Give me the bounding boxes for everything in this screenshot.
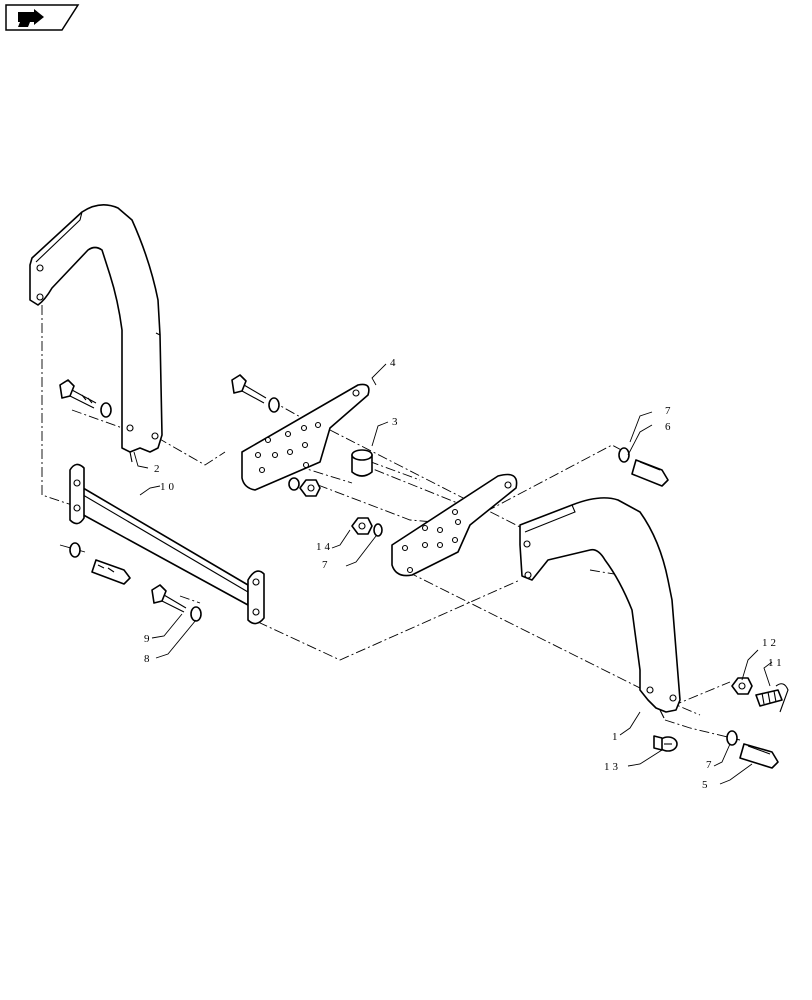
callout-4: 4 — [390, 357, 399, 369]
nut-part-12 — [731, 677, 753, 695]
callout-8: 8 — [144, 653, 153, 665]
callout-2: 2 — [154, 463, 163, 475]
cross-tube-part-10 — [69, 463, 265, 625]
callout-9: 9 — [144, 633, 153, 645]
callout-3: 3 — [392, 416, 401, 428]
callout-12: 12 — [762, 637, 779, 649]
callout-6: 6 — [665, 421, 674, 433]
nut-part-14 — [351, 517, 383, 537]
upper-bracket-part-4 — [241, 383, 370, 491]
callout-7c: 7 — [706, 759, 715, 771]
bolt-part-6 — [618, 447, 669, 487]
nav-tab[interactable] — [5, 4, 80, 31]
leader-lines — [133, 363, 773, 785]
bolt-part-9 — [151, 584, 202, 622]
callout-5: 5 — [702, 779, 711, 791]
bolt-left-lower — [69, 542, 131, 585]
spacer-part-3 — [351, 449, 373, 477]
callout-1: 1 — [612, 731, 621, 743]
bolt-part-13 — [653, 735, 678, 752]
lower-bracket-plate — [391, 473, 518, 577]
bolt-bracket-top — [231, 374, 280, 413]
callout-13: 13 — [604, 761, 621, 773]
right-hoop-part-1 — [519, 497, 681, 719]
callout-7a: 7 — [665, 405, 674, 417]
forward-arrow-icon — [18, 9, 44, 27]
callout-7b: 7 — [322, 559, 331, 571]
pin-part-11 — [755, 683, 789, 713]
left-hoop-part-2 — [29, 204, 163, 463]
callout-11: 11 — [768, 657, 785, 669]
bolt-upper-left — [59, 379, 112, 418]
callout-10: 10 — [160, 481, 177, 493]
callouts: 1 2 3 4 5 6 7 7 7 8 9 10 11 12 13 14 — [144, 357, 785, 791]
nut — [288, 477, 321, 497]
callout-14: 14 — [316, 541, 333, 553]
bolt-part-5 — [726, 730, 779, 769]
